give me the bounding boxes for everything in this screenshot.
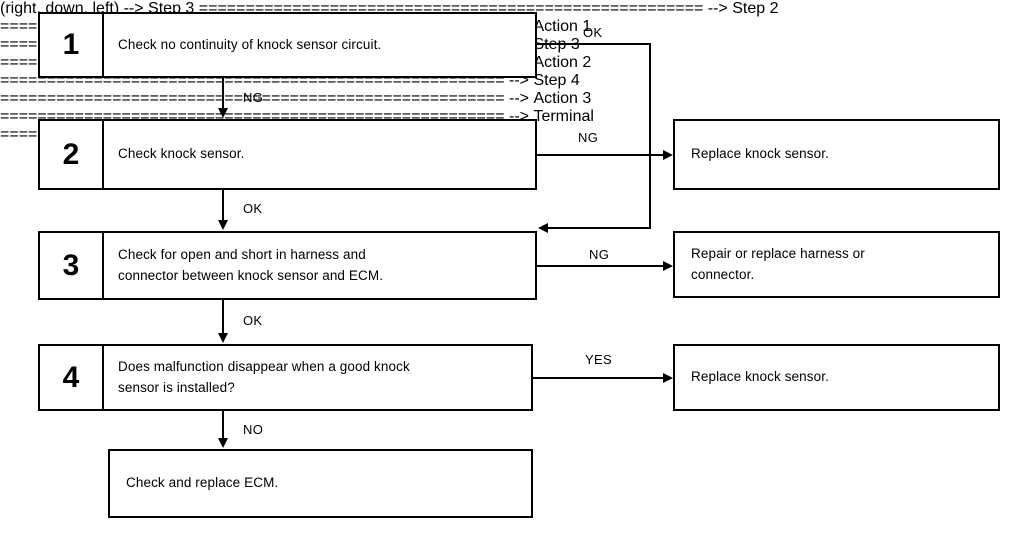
edge-label-ng-2-to-action1: NG <box>578 130 599 145</box>
action-box-1-replace-knock-sensor[interactable]: Replace knock sensor. <box>673 119 1000 190</box>
edge-ng-1-to-2-segment <box>222 78 224 110</box>
terminal-box-check-replace-ecm[interactable]: Check and replace ECM. <box>108 449 533 518</box>
edge-ng-3-to-action2-arrowhead <box>663 261 673 271</box>
edge-ok-3-to-4-segment <box>222 300 224 334</box>
action-box-2-repair-or-replace-harness[interactable]: Repair or replace harness or connector. <box>673 231 1000 298</box>
step-box-2[interactable]: 2 Check knock sensor. <box>38 119 537 190</box>
edge-ok-1-to-3-segment-horizontal-top <box>537 43 651 45</box>
edge-label-ng-3-to-action2: NG <box>589 247 610 262</box>
step-box-3[interactable]: 3 Check for open and short in harness an… <box>38 231 537 300</box>
edge-ok-1-to-3-segment-horizontal-bottom <box>548 227 651 229</box>
step-box-4[interactable]: 4 Does malfunction disappear when a good… <box>38 344 533 411</box>
edge-label-no-4-to-terminal: NO <box>243 422 264 437</box>
step-number-3: 3 <box>40 233 104 298</box>
step-box-1[interactable]: 1 Check no continuity of knock sensor ci… <box>38 12 537 78</box>
edge-no-4-to-terminal-arrowhead <box>218 438 228 448</box>
step-text-3: Check for open and short in harness and … <box>118 247 384 283</box>
edge-ng-1-to-2-arrowhead <box>218 108 228 118</box>
action-box-3-replace-knock-sensor[interactable]: Replace knock sensor. <box>673 344 1000 411</box>
edge-ok-3-to-4-arrowhead <box>218 333 228 343</box>
edge-label-ok-1-to-3: OK <box>583 25 603 40</box>
edge-yes-4-to-action3-segment <box>533 377 663 379</box>
edge-label-ok-2-to-3: OK <box>243 201 263 216</box>
step-text-2: Check knock sensor. <box>118 146 245 162</box>
step-text-4: Does malfunction disappear when a good k… <box>118 359 410 395</box>
action-text-1: Replace knock sensor. <box>691 146 829 162</box>
edge-ok-2-to-3-arrowhead <box>218 220 228 230</box>
edge-ng-3-to-action2-segment <box>537 265 663 267</box>
step-number-2: 2 <box>40 121 104 188</box>
edge-ok-1-to-3-arrowhead <box>538 223 548 233</box>
edge-ng-2-to-action1-arrowhead <box>663 150 673 160</box>
edge-no-4-to-terminal-segment <box>222 411 224 439</box>
edge-ng-2-to-action1-segment <box>537 154 663 156</box>
edge-label-yes-4-to-action3: YES <box>585 352 612 367</box>
edge-ok-2-to-3-segment <box>222 190 224 221</box>
step-number-4: 4 <box>40 346 104 409</box>
edge-label-ng-1-to-2: NG <box>243 90 264 105</box>
step-number-1: 1 <box>40 14 104 76</box>
edge-label-ok-3-to-4: OK <box>243 313 263 328</box>
action-text-2: Repair or replace harness or connector. <box>691 246 865 282</box>
terminal-text: Check and replace ECM. <box>126 475 279 491</box>
step-text-1: Check no continuity of knock sensor circ… <box>118 36 382 52</box>
edge-ok-1-to-3-segment-vertical <box>649 43 651 229</box>
edge-yes-4-to-action3-arrowhead <box>663 373 673 383</box>
action-text-3: Replace knock sensor. <box>691 369 829 385</box>
